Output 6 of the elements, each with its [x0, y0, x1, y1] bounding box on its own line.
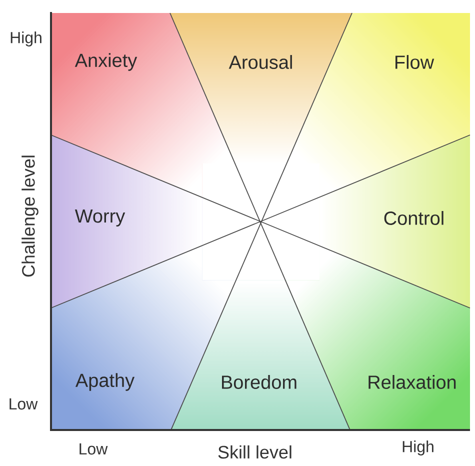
axis-tick-label: Low — [80, 443, 108, 455]
axis-tick-label: High — [402, 440, 434, 456]
axis-tick-label: Low — [10, 398, 38, 410]
axis-title: Challenge level — [22, 156, 38, 277]
axis-title: Skill level — [218, 445, 292, 459]
axis-tick-label: High — [10, 32, 42, 46]
